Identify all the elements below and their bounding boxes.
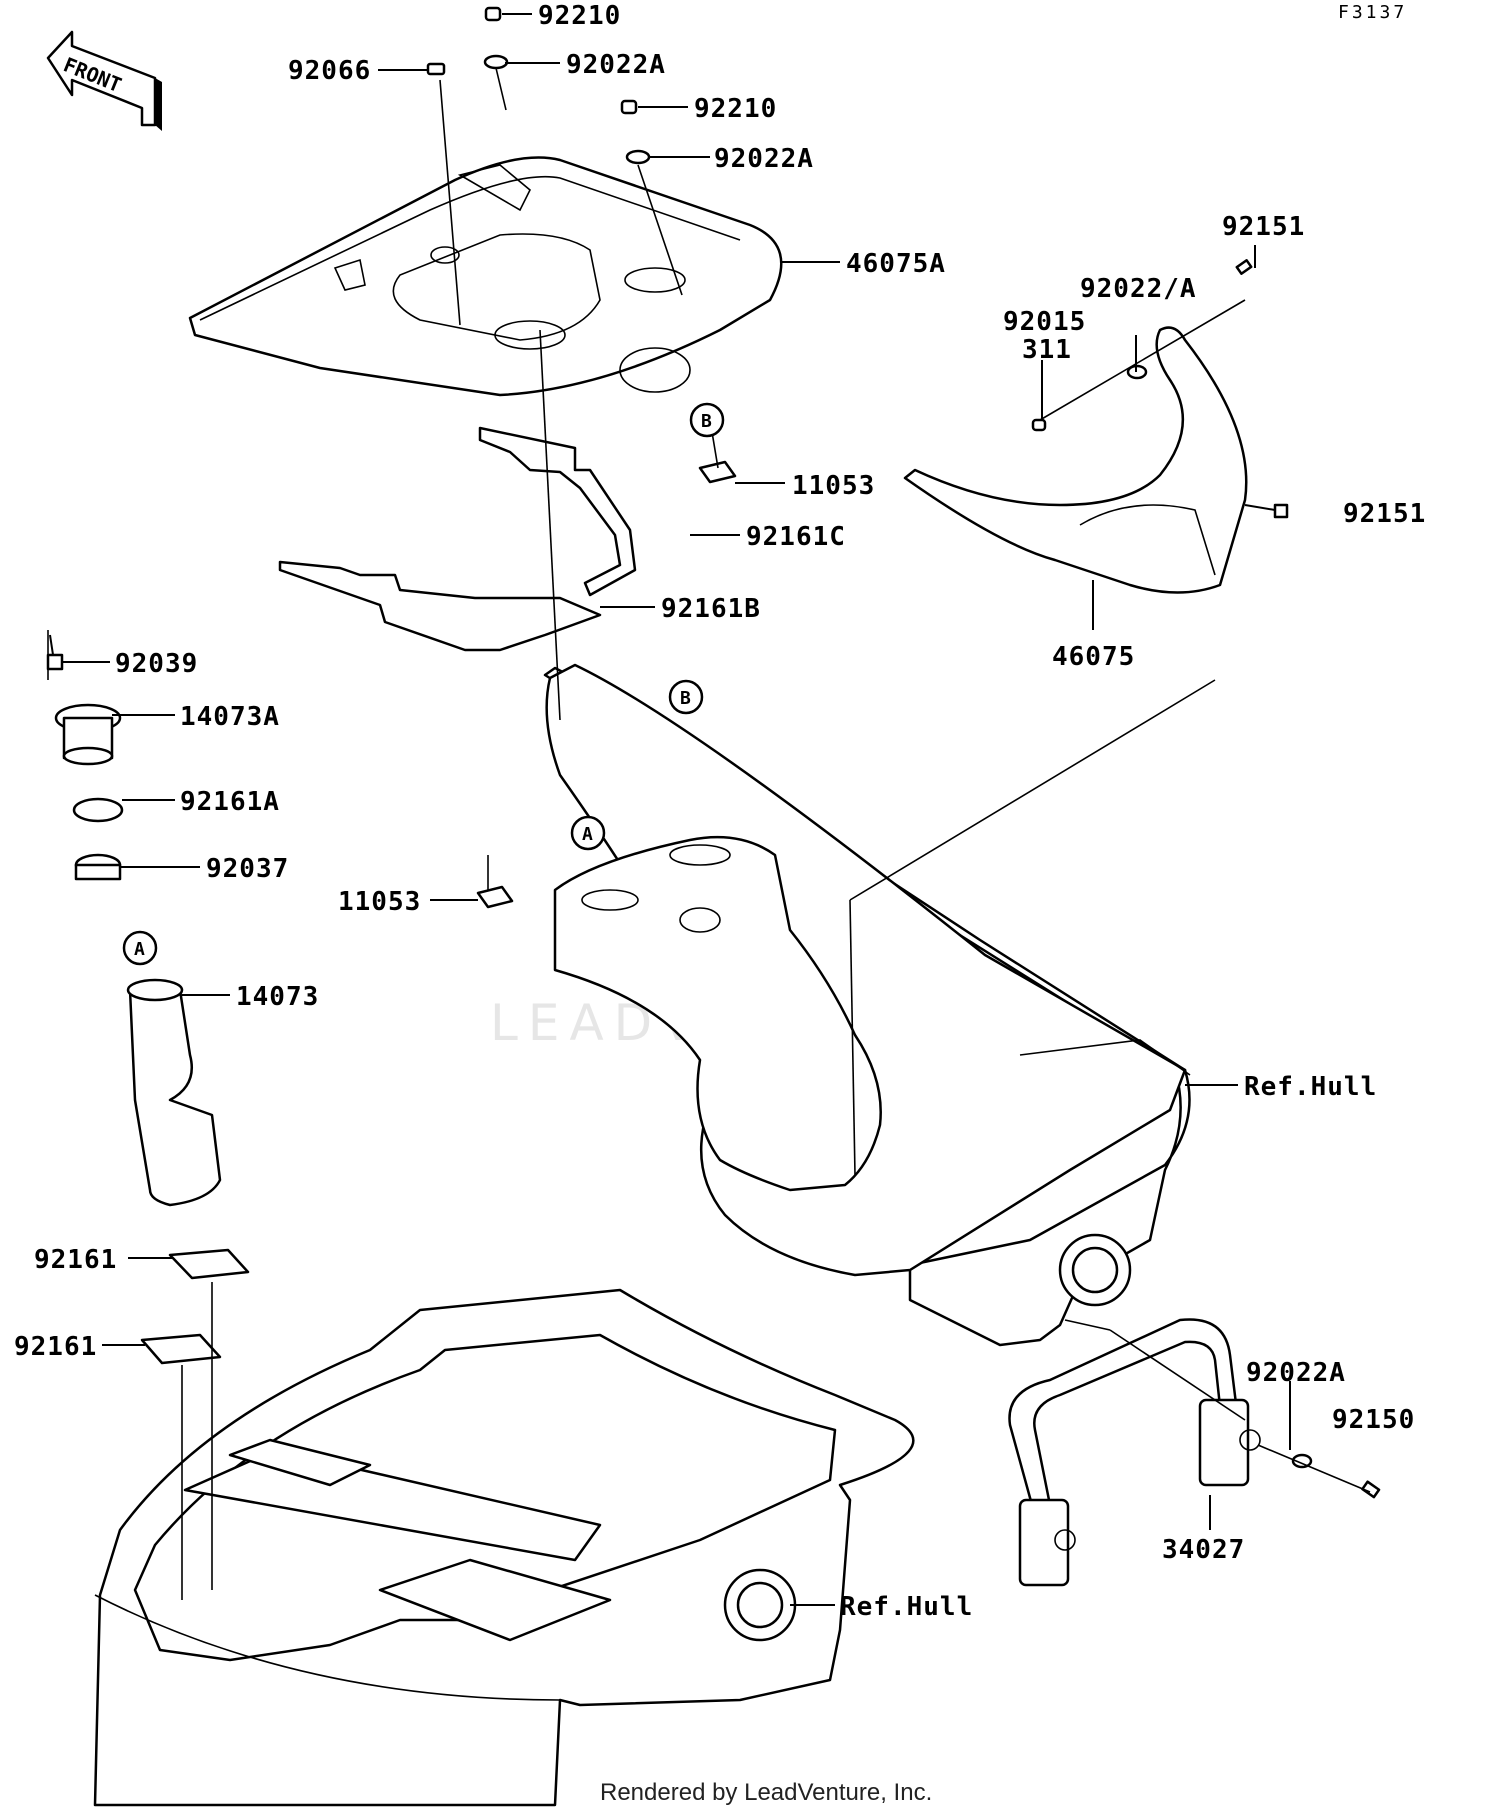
ref-marker-b-hull: B <box>668 679 704 715</box>
clip-11053-left <box>476 885 514 909</box>
washer-92022a-a <box>483 54 509 70</box>
diagram-code: F3137 <box>1338 2 1407 23</box>
rivet-92039 <box>46 634 64 671</box>
ref-marker-a-left: A <box>122 930 158 966</box>
svg-text:A: A <box>134 939 145 960</box>
ref-marker-a-hull: A <box>570 815 606 851</box>
callout-92161b: 92161B <box>661 594 761 624</box>
bolt-92066 <box>426 62 446 76</box>
callout-14073: 14073 <box>236 982 319 1012</box>
callout-92022-slash-a: 92022/A <box>1080 274 1197 304</box>
svg-text:B: B <box>680 688 691 709</box>
callout-92161-first: 92161 <box>34 1245 117 1275</box>
footer-credit: Rendered by LeadVenture, Inc. <box>600 1779 932 1806</box>
leader-lines <box>47 13 1371 1606</box>
callout-ref-hull-upper: Ref.Hull <box>1244 1072 1377 1102</box>
cap-14073a <box>54 703 122 766</box>
svg-text:A: A <box>582 824 593 845</box>
callout-92161a: 92161A <box>180 787 280 817</box>
drain-plug-upper <box>1058 1233 1132 1307</box>
ring-92161a <box>72 797 124 823</box>
decal-92161-b <box>140 1333 222 1365</box>
seal-92161c <box>478 426 637 597</box>
bolt-92151-top <box>1235 259 1253 275</box>
callout-14073a: 14073A <box>180 702 280 732</box>
callout-92022a-second: 92022A <box>714 144 814 174</box>
seal-92161b <box>278 560 602 652</box>
nut-92210-a <box>484 6 502 22</box>
rear-panel-46075 <box>903 326 1248 594</box>
bolt-92151-right <box>1273 503 1289 519</box>
hose-14073 <box>126 978 222 1207</box>
ref-marker-b-top: B <box>689 402 725 438</box>
grab-handle-34027 <box>1008 1318 1261 1587</box>
callout-92151-right: 92151 <box>1343 499 1426 529</box>
storage-lid-46075a <box>188 156 783 397</box>
callout-34027: 34027 <box>1162 1535 1245 1565</box>
callout-92210-top: 92210 <box>538 1 621 31</box>
callout-92161c: 92161C <box>746 522 846 552</box>
callout-92066: 92066 <box>288 56 371 86</box>
drain-plug-lower <box>723 1568 797 1642</box>
callout-92015: 92015 <box>1003 307 1086 337</box>
lower-hull <box>93 1288 915 1807</box>
callout-92037: 92037 <box>206 854 289 884</box>
nut-92210-b <box>620 99 638 115</box>
callout-92022a-top: 92022A <box>566 50 666 80</box>
callout-92039: 92039 <box>115 649 198 679</box>
nut-92015 <box>1031 418 1047 432</box>
svg-text:B: B <box>701 411 712 432</box>
callout-311: 311 <box>1022 335 1072 365</box>
clamp-92037 <box>74 853 122 881</box>
callout-92022a-handle: 92022A <box>1246 1358 1346 1388</box>
callout-ref-hull-lower: Ref.Hull <box>840 1592 973 1622</box>
callout-92210-second: 92210 <box>694 94 777 124</box>
washer-92022a-handle <box>1291 1453 1313 1469</box>
callout-labels: 92210 92022A 92066 92210 92022A 46075A 1… <box>14 1 1426 1622</box>
bolt-92150 <box>1361 1480 1381 1499</box>
callout-46075a: 46075A <box>846 249 946 279</box>
front-arrow-icon: FRONT <box>46 30 162 131</box>
washer-92022a-b <box>625 149 651 165</box>
callout-92161-second: 92161 <box>14 1332 97 1362</box>
callout-92150: 92150 <box>1332 1405 1415 1435</box>
upper-hull <box>543 663 1191 1347</box>
decal-92161-a <box>168 1248 250 1280</box>
callout-46075: 46075 <box>1052 642 1135 672</box>
callout-92151-top: 92151 <box>1222 212 1305 242</box>
callout-11053-left: 11053 <box>338 887 421 917</box>
callout-11053-top: 11053 <box>792 471 875 501</box>
